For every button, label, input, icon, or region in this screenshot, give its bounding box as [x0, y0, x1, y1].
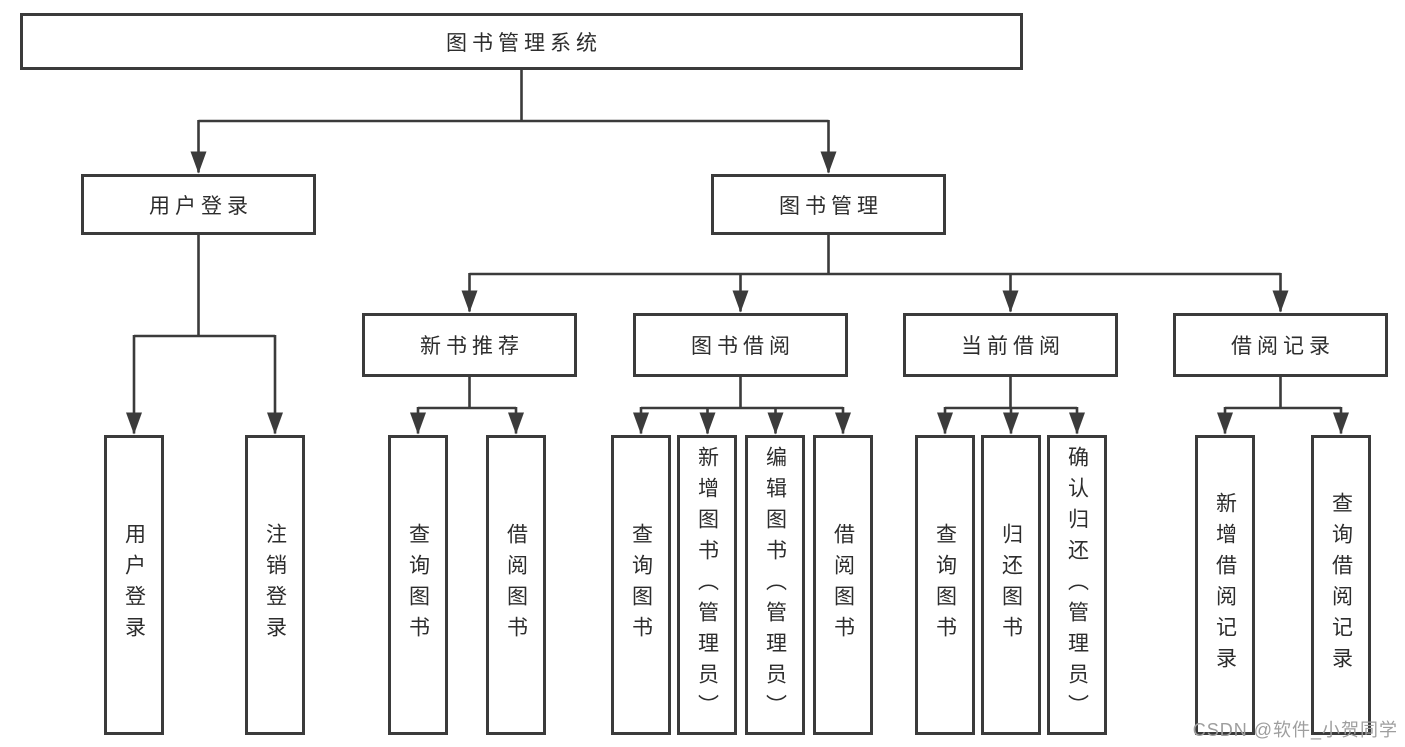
leaf-label: 查询图书	[406, 523, 430, 647]
node-label: 当前借阅	[961, 335, 1065, 358]
leaf-label: 查询图书	[629, 523, 653, 647]
node-current-borrow: 当前借阅	[903, 313, 1118, 377]
leaf-logout: 注销登录	[245, 435, 305, 735]
leaf-borrow-books-recommend: 借阅图书	[486, 435, 546, 735]
leaf-user-login: 用户登录	[104, 435, 164, 735]
node-label: 图书管理	[779, 194, 883, 218]
leaf-label: 用户登录	[122, 523, 146, 647]
leaf-add-borrow-record: 新增借阅记录	[1195, 435, 1255, 735]
leaf-query-books-borrow: 查询图书	[611, 435, 671, 735]
leaf-edit-book-admin: 编辑图书（管理员）	[745, 435, 805, 735]
leaf-label: 借阅图书	[831, 523, 855, 647]
leaf-confirm-return-admin: 确认归还（管理员）	[1047, 435, 1107, 735]
leaf-query-books-current: 查询图书	[915, 435, 975, 735]
leaf-label: 查询借阅记录	[1329, 492, 1353, 678]
leaf-label: 新增图书（管理员）	[695, 445, 719, 725]
leaf-query-borrow-record: 查询借阅记录	[1311, 435, 1371, 735]
node-label: 图书管理系统	[446, 31, 602, 55]
node-library-management-system: 图书管理系统	[20, 13, 1023, 70]
node-label: 新书推荐	[420, 335, 524, 358]
node-user-login: 用户登录	[81, 174, 316, 235]
leaf-add-book-admin: 新增图书（管理员）	[677, 435, 737, 735]
node-book-borrow: 图书借阅	[633, 313, 848, 377]
leaf-return-book: 归还图书	[981, 435, 1041, 735]
node-borrow-records: 借阅记录	[1173, 313, 1388, 377]
leaf-label: 归还图书	[999, 523, 1023, 647]
leaf-label: 编辑图书（管理员）	[763, 445, 787, 725]
node-label: 借阅记录	[1231, 335, 1335, 358]
node-book-management: 图书管理	[711, 174, 946, 235]
leaf-label: 注销登录	[263, 523, 287, 647]
csdn-watermark: CSDN @软件_小贺同学	[1192, 720, 1398, 740]
node-label: 图书借阅	[691, 335, 795, 358]
node-label: 用户登录	[149, 194, 253, 218]
leaf-borrow-books: 借阅图书	[813, 435, 873, 735]
node-new-book-recommend: 新书推荐	[362, 313, 577, 377]
leaf-label: 确认归还（管理员）	[1065, 445, 1089, 725]
leaf-label: 新增借阅记录	[1213, 492, 1237, 678]
leaf-label: 借阅图书	[504, 523, 528, 647]
leaf-label: 查询图书	[933, 523, 957, 647]
leaf-query-books-recommend: 查询图书	[388, 435, 448, 735]
